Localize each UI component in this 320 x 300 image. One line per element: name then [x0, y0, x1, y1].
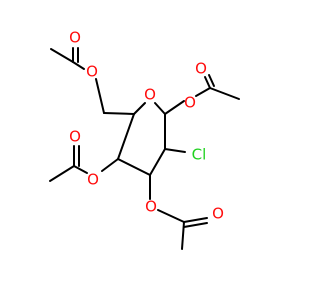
- bond-c4-ester-oxygen: [101, 158, 119, 172]
- structure-canvas: O O O O O O O Cl O O: [49, 29, 240, 250]
- bond-carbonyl-methyl-bottom: [181, 221, 185, 250]
- bond-ester-ch2-top-left: [95, 78, 105, 114]
- molecule-diagram: O O O O O O O Cl O O: [49, 29, 240, 250]
- bond-ch2-c5: [103, 112, 135, 115]
- bond-carbonyl-bottom-b: [183, 222, 208, 228]
- atom-oxygen-ester-bottom: O: [145, 198, 157, 216]
- atom-oxygen-acetyl-bottom: O: [212, 205, 224, 223]
- bond-carbonyl-top-right-b: [208, 74, 215, 87]
- atom-oxygen-acetyl-mid-left: O: [69, 128, 81, 146]
- bond-c5-ring-oxygen: [133, 102, 146, 115]
- bond-carbonyl-bottom-a: [183, 217, 208, 223]
- atom-oxygen-ester-top-left: O: [86, 63, 98, 81]
- atom-oxygen-acetyl-top-right: O: [195, 60, 207, 78]
- atom-oxygen-ring: O: [144, 86, 156, 104]
- bond-methyl-carbonyl-top-left: [50, 48, 74, 63]
- bond-ester-carbonyl-bottom: [157, 209, 185, 223]
- bond-c2-c3: [149, 148, 166, 176]
- bond-ester-carbonyl-top-right: [195, 87, 211, 97]
- bond-carbonyl-methyl-mid-left: [49, 165, 75, 182]
- bond-c1-ester-oxygen: [164, 100, 185, 115]
- bond-ester-carbonyl-mid-left: [73, 165, 88, 174]
- atom-oxygen-ester-mid-left: O: [87, 171, 99, 189]
- bond-c2-chlorine: [164, 148, 186, 153]
- atom-labels: O O O O O O O Cl O O: [69, 29, 224, 223]
- atom-oxygen-ester-top-right: O: [184, 94, 196, 112]
- bond-carbonyl-ester-top-left: [72, 61, 85, 70]
- bond-ring-oxygen-c1: [154, 102, 166, 115]
- bonds: [49, 47, 240, 250]
- atom-oxygen-acetyl-top-left: O: [69, 29, 81, 47]
- bond-c3-c4: [117, 158, 151, 176]
- bond-carbonyl-top-right-a: [204, 76, 211, 89]
- bond-carbonyl-methyl-top-right: [209, 87, 240, 100]
- bond-c4-c5: [117, 113, 135, 160]
- atom-chlorine: Cl: [192, 146, 207, 164]
